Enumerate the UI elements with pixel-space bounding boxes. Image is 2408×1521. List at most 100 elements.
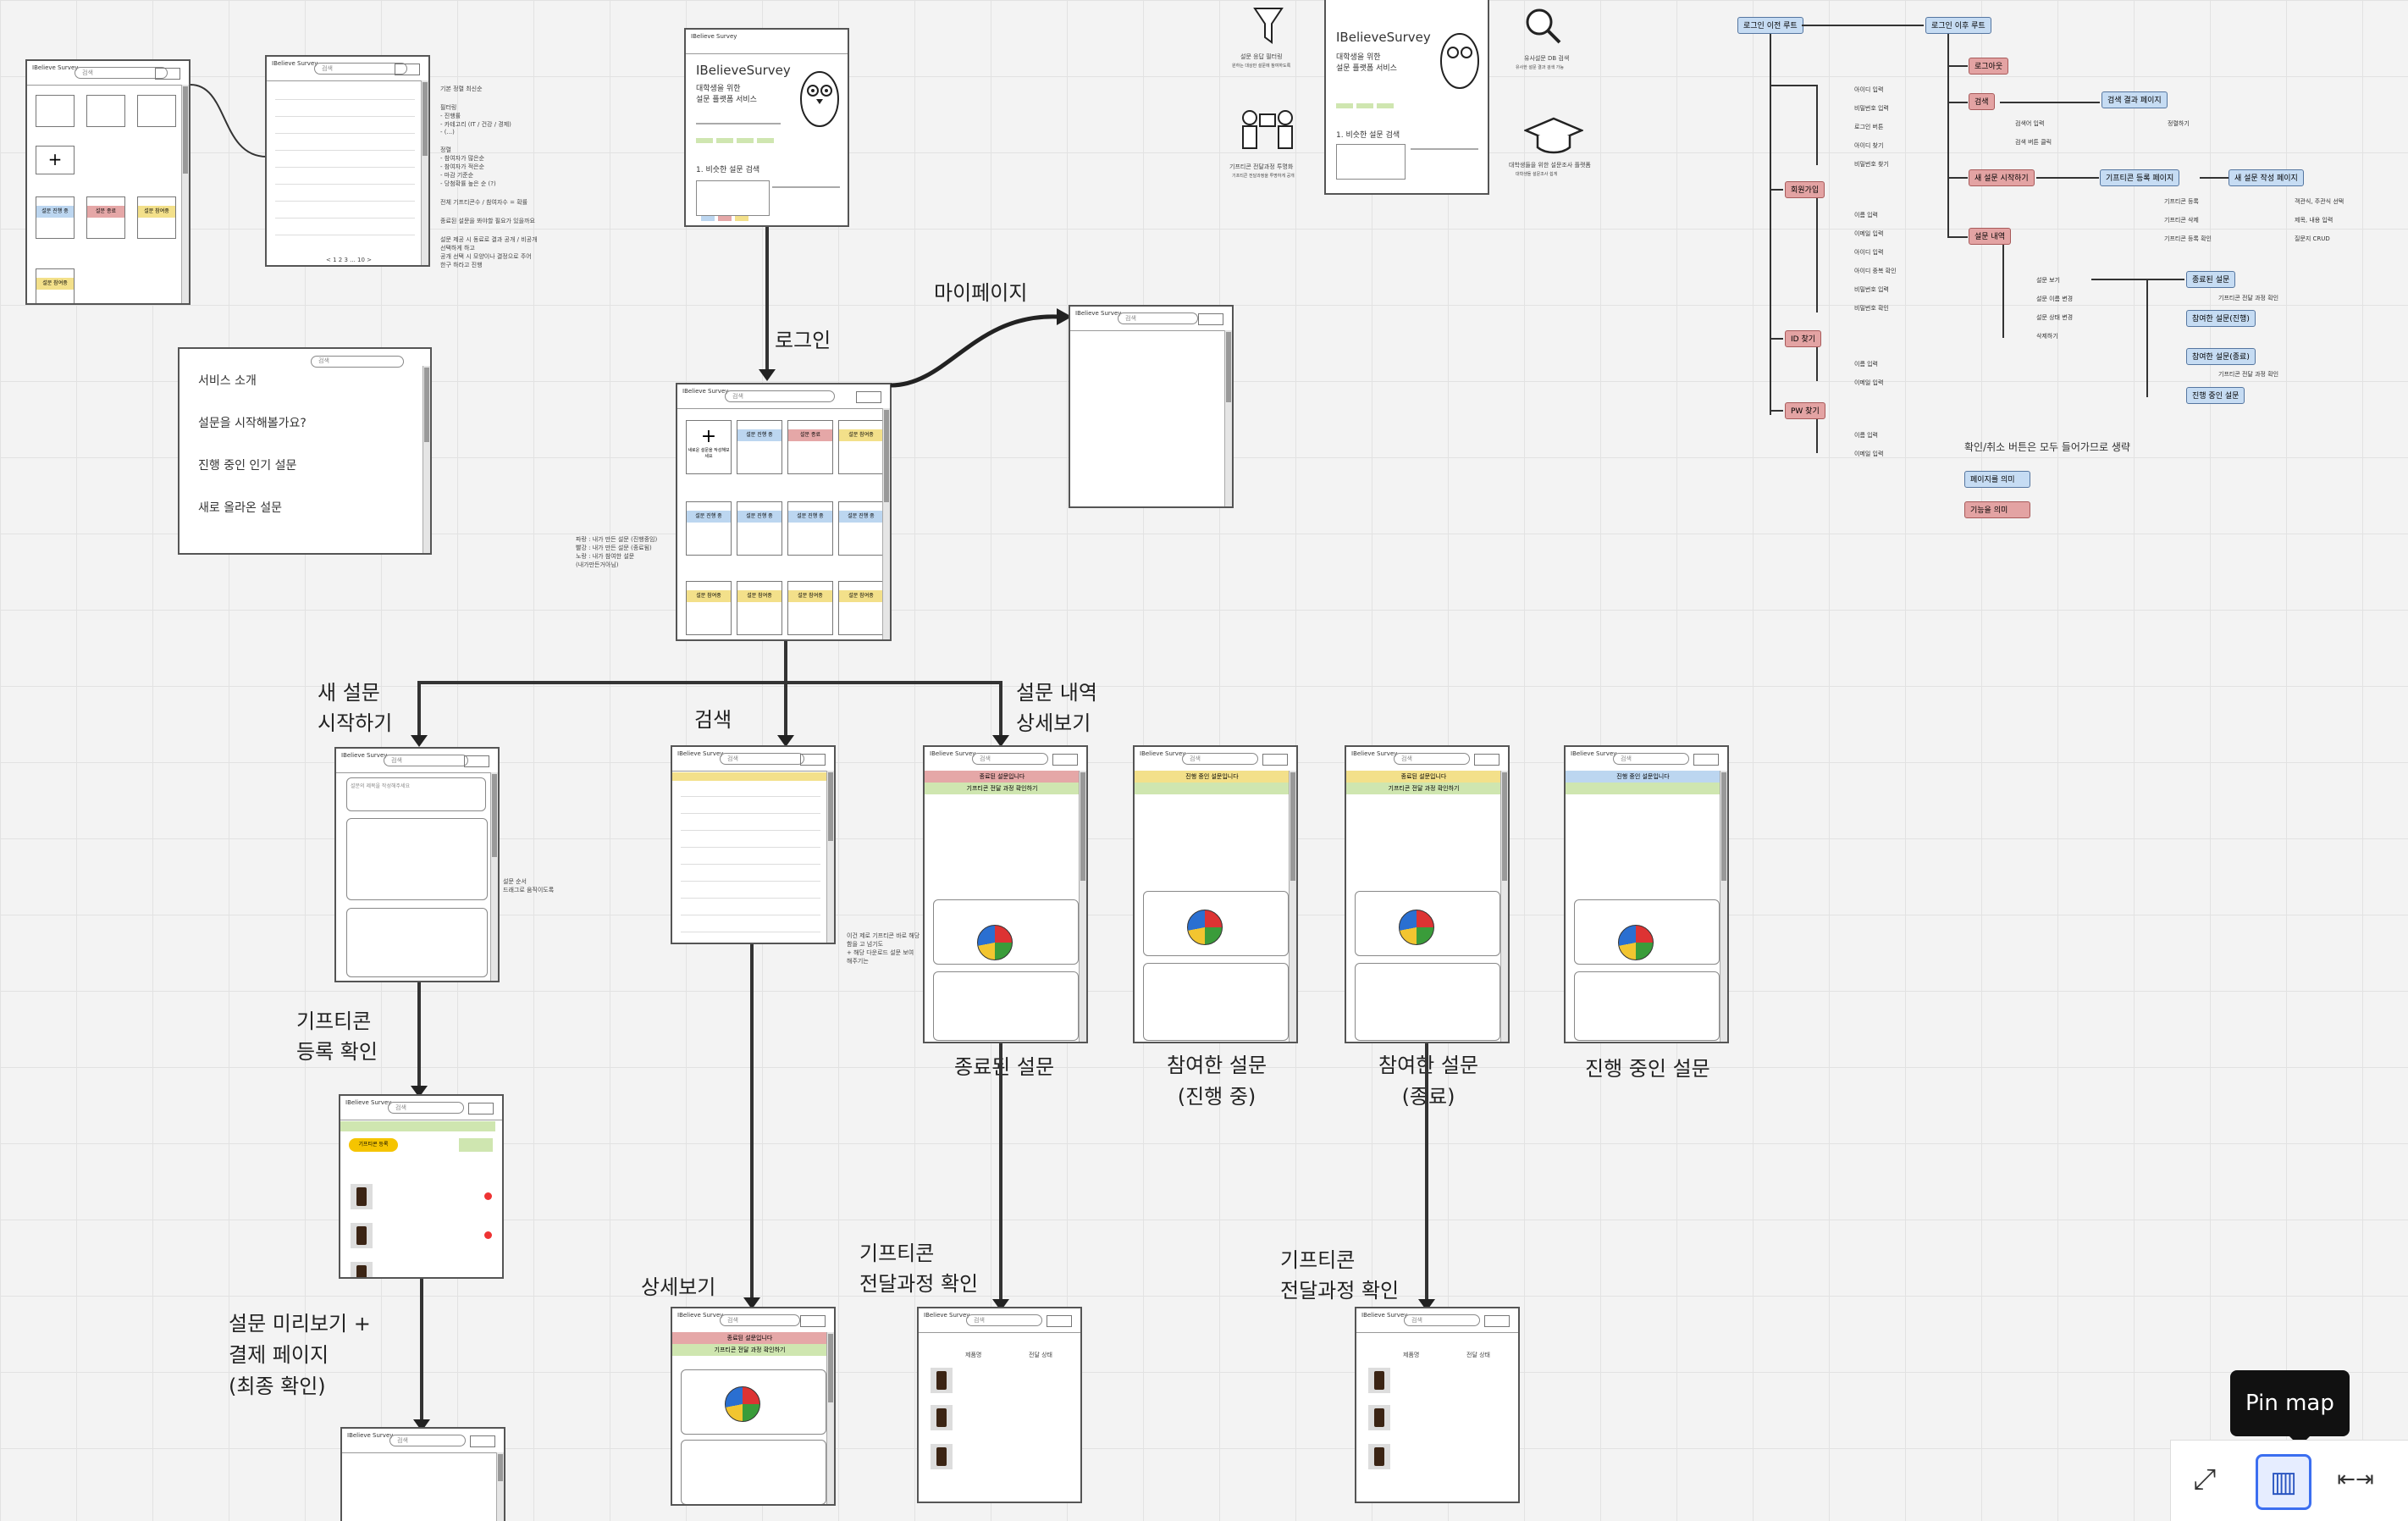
scrollbar[interactable] <box>882 408 890 639</box>
survey-card[interactable]: 설문 진행 중 <box>787 501 833 556</box>
node-ended: 종료된 설문 <box>2186 271 2236 288</box>
survey-card[interactable]: 설문 진행 중 <box>737 420 782 474</box>
survey-card[interactable]: 설문 종료 <box>787 420 833 474</box>
menu-button[interactable] <box>1047 1315 1072 1327</box>
card-status: 설문 참여중 <box>138 206 175 218</box>
menu-button[interactable] <box>1474 754 1499 766</box>
scrollbar[interactable] <box>181 85 189 303</box>
map-icon[interactable]: ▥ <box>2256 1454 2311 1510</box>
search-input[interactable]: 검색 <box>1404 1314 1480 1326</box>
frame-header: IBelieve Survey 검색 <box>1356 1308 1518 1333</box>
survey-card[interactable]: 설문 참여중 <box>787 581 833 635</box>
delete-icon[interactable] <box>484 1192 492 1200</box>
question-card[interactable] <box>346 818 488 900</box>
menu-button[interactable] <box>800 754 826 766</box>
survey-card[interactable] <box>86 95 125 127</box>
search-input[interactable]: 검색 <box>720 753 804 765</box>
add-survey-card[interactable]: + 새로운 설문을 작성해보세요 <box>686 420 732 474</box>
search-input[interactable]: 검색 <box>725 390 835 402</box>
scrollbar[interactable] <box>826 771 834 943</box>
search-input[interactable]: 검색 <box>1182 753 1258 765</box>
survey-card[interactable]: 설문 참여중 <box>36 268 75 303</box>
scrollbar[interactable] <box>1289 771 1296 1042</box>
survey-card[interactable]: 설문 진행 중 <box>36 196 75 239</box>
legend-function: 기능을 의미 <box>1964 501 2030 518</box>
survey-card[interactable]: 설문 진행 중 <box>838 501 884 556</box>
search-input[interactable]: 검색 <box>1118 312 1198 324</box>
menu-button[interactable] <box>1052 754 1078 766</box>
intro-item[interactable]: 진행 중인 인기 설문 <box>198 459 297 473</box>
scrollbar[interactable] <box>423 366 430 553</box>
survey-card[interactable]: 설문 종료 <box>86 196 125 239</box>
frame-header: IBelieve Survey 검색 <box>336 749 498 773</box>
search-input[interactable]: 검색 <box>1394 753 1470 765</box>
confirm-button[interactable] <box>459 1138 493 1152</box>
menu-button[interactable] <box>470 1435 495 1447</box>
intro-item[interactable]: 설문을 시작해볼가요? <box>198 417 307 430</box>
pagination[interactable]: < 1 2 3 ... 10 > <box>326 257 373 263</box>
delete-icon[interactable] <box>484 1231 492 1239</box>
search-input[interactable]: 검색 <box>388 1102 464 1114</box>
logo: IBelieve Survey <box>924 1312 970 1319</box>
scrollbar[interactable] <box>826 1332 834 1504</box>
scrollbar[interactable] <box>1720 771 1727 1042</box>
survey-card[interactable]: 설문 진행 중 <box>686 501 732 556</box>
frame-header: IBelieve Survey 검색 <box>342 1429 504 1453</box>
coffee-icon <box>1368 1444 1390 1469</box>
intro-item[interactable]: 서비스 소개 <box>198 374 257 388</box>
logo: IBelieve Survey <box>1361 1312 1408 1319</box>
survey-card[interactable] <box>137 95 176 127</box>
note-search: 이건 제로 기프티콘 바로 해당 함을 고 넘기도 + 해당 다운로드 설문 보… <box>847 932 920 965</box>
search-input[interactable]: 검색 <box>384 755 468 766</box>
node-before-login: 로그인 이전 루트 <box>1737 17 1803 34</box>
search-input[interactable]: 검색 <box>972 753 1048 765</box>
frame-header: IBelieve Survey 검색 <box>267 57 428 81</box>
survey-card[interactable]: 설문 진행 중 <box>737 501 782 556</box>
intro-item[interactable]: 새로 올라온 설문 <box>198 501 283 515</box>
search-input[interactable]: 검색 <box>720 1314 800 1326</box>
menu-button[interactable] <box>1198 313 1223 325</box>
search-input[interactable]: 검색 <box>389 1435 466 1446</box>
question-card[interactable] <box>346 908 488 977</box>
search-input[interactable]: 검색 <box>75 67 168 79</box>
search-input[interactable]: 검색 <box>311 356 404 368</box>
menu-button[interactable] <box>464 755 489 767</box>
gift-register-button[interactable]: 기프티콘 등록 <box>349 1138 398 1152</box>
frame-ended-survey: IBelieve Survey 검색 종료된 설문입니다 기프티콘 전달 과정 … <box>923 745 1088 1043</box>
survey-card[interactable]: 설문 참여중 <box>137 196 176 239</box>
add-survey-card[interactable]: + <box>36 146 75 174</box>
survey-card[interactable] <box>36 95 75 127</box>
scrollbar[interactable] <box>490 772 498 981</box>
frame-header: IBelieve Survey <box>686 30 848 54</box>
fullscreen-icon[interactable]: ⤢ <box>2193 1463 2217 1496</box>
scrollbar[interactable] <box>1079 771 1086 1042</box>
scrollbar[interactable] <box>1500 771 1508 1042</box>
node-ongoing: 진행 중인 설문 <box>2186 387 2245 404</box>
menu-button[interactable] <box>155 68 180 80</box>
label-login: 로그인 <box>775 329 831 352</box>
scrollbar[interactable] <box>496 1452 504 1521</box>
note-drag-order: 설문 순서 드래그로 움직이도록 <box>503 878 555 893</box>
frame-gift-delivery: IBelieve Survey 검색 제품명 전달 상태 <box>917 1307 1082 1503</box>
menu-button[interactable] <box>1484 1315 1510 1327</box>
magnifier-icon <box>1526 8 1561 44</box>
frame-header: IBelieve Survey 검색 <box>27 61 189 86</box>
survey-card[interactable]: 설문 참여중 <box>737 581 782 635</box>
menu-button[interactable] <box>800 1315 826 1327</box>
scrollbar[interactable] <box>421 80 428 265</box>
search-input[interactable]: 검색 <box>314 63 407 75</box>
search-input[interactable]: 검색 <box>1613 753 1689 765</box>
title-input[interactable]: 설문의 제목을 작성해주세요 <box>346 777 486 811</box>
survey-card[interactable]: 설문 참여중 <box>838 420 884 474</box>
scrollbar[interactable] <box>1224 330 1232 506</box>
menu-button[interactable] <box>1693 754 1719 766</box>
frame-header: IBelieve Survey 검색 <box>919 1308 1080 1333</box>
menu-button[interactable] <box>395 64 420 75</box>
menu-button[interactable] <box>1262 754 1288 766</box>
survey-card[interactable]: 설문 참여중 <box>838 581 884 635</box>
menu-button[interactable] <box>468 1103 494 1114</box>
search-input[interactable]: 검색 <box>966 1314 1042 1326</box>
menu-button[interactable] <box>856 391 881 403</box>
survey-card[interactable]: 설문 참여중 <box>686 581 732 635</box>
fit-width-icon[interactable]: ⇤⇥ <box>2337 1467 2374 1492</box>
